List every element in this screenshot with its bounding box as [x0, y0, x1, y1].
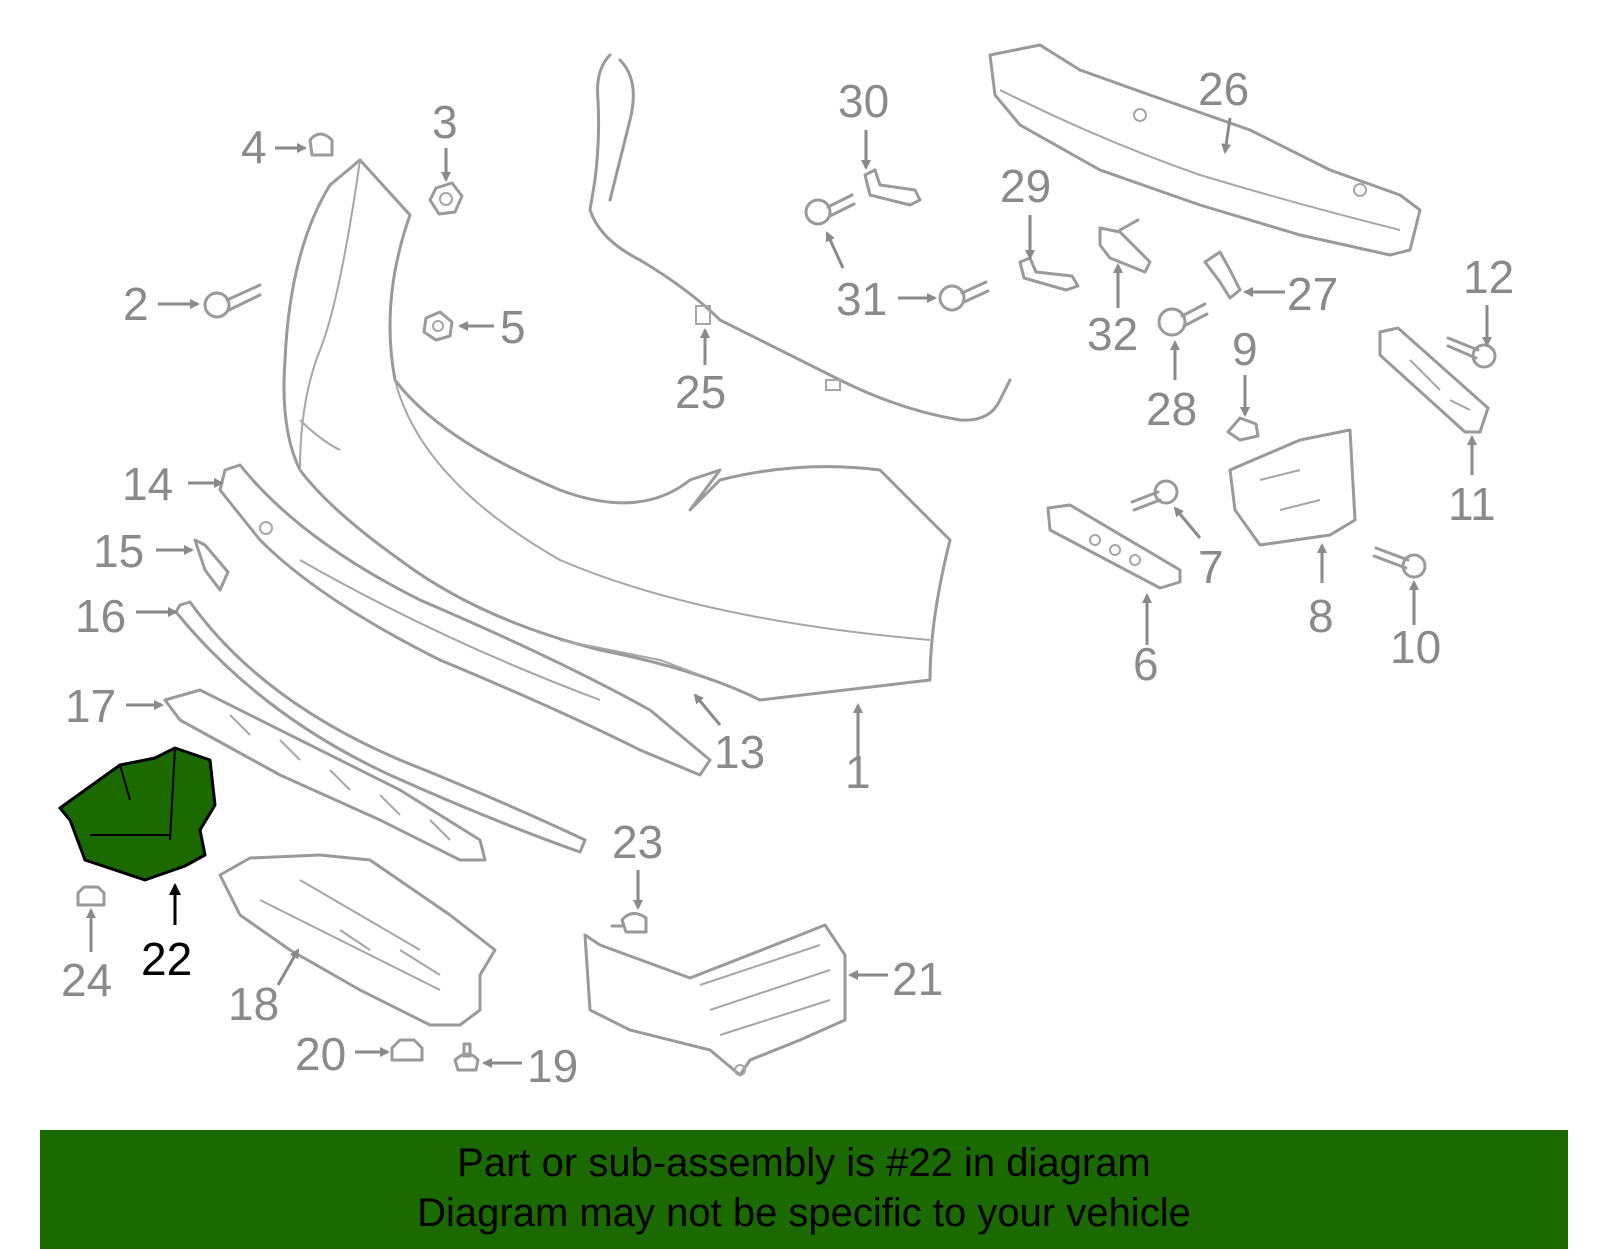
callout-4: 4 — [241, 121, 267, 173]
callout-1: 1 — [845, 746, 871, 798]
callout-32: 32 — [1087, 308, 1138, 360]
callout-25: 25 — [675, 366, 726, 418]
callout-13: 13 — [714, 726, 765, 778]
part-10-bolt[interactable] — [1372, 546, 1427, 579]
callout-7: 7 — [1198, 541, 1224, 593]
part-1-bumper-cover[interactable] — [282, 158, 952, 702]
part-21-side-cover[interactable] — [583, 923, 847, 1077]
part-8-side-bracket[interactable] — [1228, 428, 1357, 547]
part-32-bracket[interactable] — [1098, 218, 1152, 274]
part-5-nut[interactable] — [422, 310, 454, 342]
part-24-grommet[interactable] — [76, 885, 106, 907]
part-18-lower-cover[interactable] — [218, 853, 497, 1027]
callout-14: 14 — [122, 458, 173, 510]
callout-12: 12 — [1463, 251, 1514, 303]
part-16-strip[interactable] — [174, 600, 587, 854]
part-27-bracket[interactable] — [1203, 250, 1242, 300]
callout-6: 6 — [1133, 638, 1159, 690]
callout-labels: 1 2 3 4 5 6 7 8 9 10 11 12 13 14 15 16 1… — [61, 63, 1514, 1092]
part-7-bolt[interactable] — [1130, 479, 1179, 512]
callout-29: 29 — [1000, 160, 1051, 212]
banner-line-1: Part or sub-assembly is #22 in diagram — [457, 1141, 1151, 1185]
callout-26: 26 — [1198, 63, 1249, 115]
callout-15: 15 — [93, 525, 144, 577]
callout-23: 23 — [612, 816, 663, 868]
part-22-highlighted-cover[interactable] — [58, 746, 217, 882]
part-2-screw[interactable] — [203, 283, 262, 319]
part-29-bracket[interactable] — [1018, 256, 1080, 292]
callout-27: 27 — [1287, 268, 1338, 320]
callout-16: 16 — [75, 590, 126, 642]
callout-9: 9 — [1232, 323, 1258, 375]
part-23-clip[interactable] — [610, 912, 648, 934]
callout-2: 2 — [123, 278, 149, 330]
callout-31: 31 — [836, 273, 887, 325]
callout-18: 18 — [228, 978, 279, 1030]
part-26-bumper-reinforcement[interactable] — [988, 43, 1422, 257]
callout-3: 3 — [432, 96, 458, 148]
callout-20: 20 — [295, 1028, 346, 1080]
part-3-nut[interactable] — [428, 181, 464, 216]
callout-21: 21 — [892, 953, 943, 1005]
banner-line-2: Diagram may not be specific to your vehi… — [417, 1191, 1191, 1235]
part-28-bolt[interactable] — [1157, 302, 1209, 337]
part-19-clip[interactable] — [453, 1042, 480, 1072]
callout-8: 8 — [1308, 590, 1334, 642]
part-6-bracket[interactable] — [1046, 503, 1182, 590]
callout-19: 19 — [527, 1040, 578, 1092]
callout-24: 24 — [61, 954, 112, 1006]
part-14-lower-molding[interactable] — [218, 463, 712, 777]
part-4-clip[interactable] — [308, 132, 334, 157]
part-30-bracket[interactable] — [863, 168, 922, 207]
part-15-clip[interactable] — [193, 538, 230, 592]
callout-10: 10 — [1390, 621, 1441, 673]
part-20-nut[interactable] — [390, 1038, 424, 1062]
callout-17: 17 — [65, 680, 116, 732]
callout-22-highlighted: 22 — [141, 933, 192, 985]
callout-5: 5 — [500, 301, 526, 353]
callout-30: 30 — [838, 75, 889, 127]
part-17-absorber[interactable] — [163, 688, 487, 862]
info-banner: Part or sub-assembly is #22 in diagram D… — [40, 1130, 1568, 1249]
parts-diagram: 1 2 3 4 5 6 7 8 9 10 11 12 13 14 15 16 1… — [58, 43, 1514, 1092]
part-11-bracket[interactable] — [1378, 326, 1490, 434]
callout-28: 28 — [1146, 383, 1197, 435]
part-25-wiring-harness[interactable] — [588, 53, 1012, 422]
leader-lines — [86, 117, 1492, 1068]
part-31-bolt[interactable] — [804, 193, 990, 312]
part-9-clip[interactable] — [1226, 416, 1260, 442]
callout-11: 11 — [1448, 478, 1496, 530]
